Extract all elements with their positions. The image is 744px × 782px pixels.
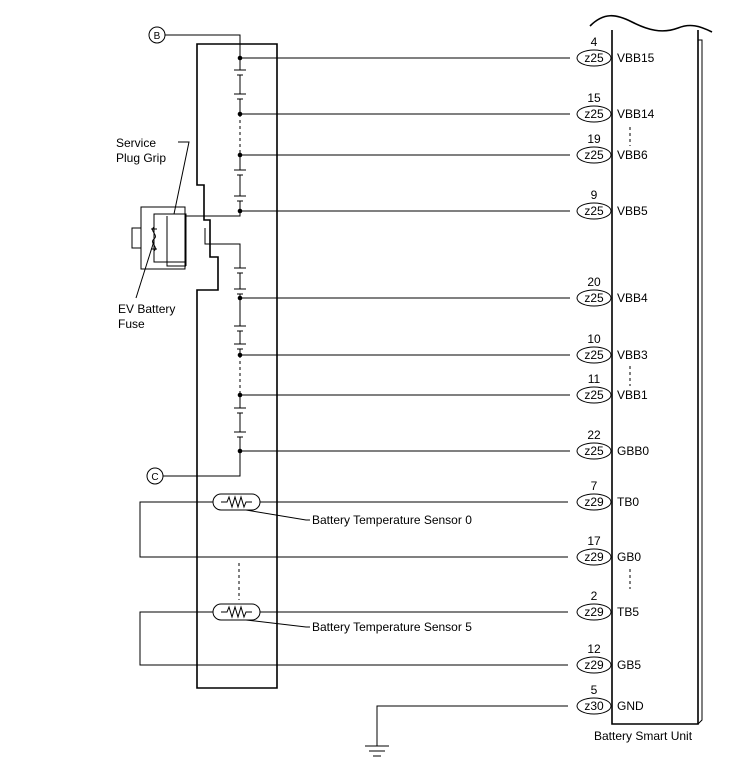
svg-text:Service: Service bbox=[116, 136, 156, 150]
svg-text:Plug Grip: Plug Grip bbox=[116, 151, 166, 165]
connector-id: z29 bbox=[584, 605, 604, 619]
connector-id: z25 bbox=[584, 148, 604, 162]
connector-oval bbox=[576, 289, 612, 307]
pin-number: 22 bbox=[587, 428, 601, 442]
ev-fuse-label: EV Battery Fuse bbox=[118, 240, 175, 331]
connector-ref-b: B bbox=[148, 26, 241, 57]
connector-oval bbox=[576, 202, 612, 220]
connector-id: z25 bbox=[584, 51, 604, 65]
connector-oval bbox=[576, 49, 612, 67]
pin-number: 9 bbox=[591, 188, 598, 202]
battery-pack-outline bbox=[196, 43, 278, 689]
pin-number: 5 bbox=[591, 683, 598, 697]
junction-dot bbox=[237, 111, 243, 117]
signal-name: VBB1 bbox=[617, 388, 648, 402]
terminal-rows: z254VBB15z2515VBB14z2519VBB6z259VBB5z252… bbox=[237, 35, 655, 715]
connector-ref-c: C bbox=[146, 451, 241, 485]
junction-dot bbox=[237, 392, 243, 398]
connector-id: z29 bbox=[584, 550, 604, 564]
ev-battery-fuse-icon bbox=[152, 226, 156, 252]
service-plug-label: Service Plug Grip bbox=[116, 136, 190, 215]
smart-unit-break-line bbox=[589, 14, 713, 33]
pin-number: 17 bbox=[587, 534, 601, 548]
junction-dot bbox=[237, 208, 243, 214]
connector-id: z25 bbox=[584, 291, 604, 305]
temp-sensor-5-label: Battery Temperature Sensor 5 bbox=[312, 620, 472, 634]
connector-id: z25 bbox=[584, 348, 604, 362]
signal-name: TB0 bbox=[617, 495, 639, 509]
connector-oval bbox=[576, 442, 612, 460]
pin-number: 11 bbox=[588, 372, 601, 386]
signal-name: GB5 bbox=[617, 658, 641, 672]
temp-sensor-5: Battery Temperature Sensor 5 bbox=[139, 603, 568, 666]
pin-number: 4 bbox=[591, 35, 598, 49]
temp-sensor-0: Battery Temperature Sensor 0 bbox=[139, 493, 568, 558]
pin-number: 7 bbox=[591, 479, 598, 493]
svg-text:C: C bbox=[151, 472, 158, 483]
signal-name: GND bbox=[617, 699, 644, 713]
pin-number: 10 bbox=[587, 332, 601, 346]
connector-oval bbox=[576, 656, 612, 674]
svg-text:Fuse: Fuse bbox=[118, 317, 145, 331]
signal-name: VBB6 bbox=[617, 148, 648, 162]
connector-oval bbox=[576, 548, 612, 566]
connector-oval bbox=[576, 493, 612, 511]
connector-oval bbox=[576, 697, 612, 715]
connector-oval bbox=[576, 146, 612, 164]
junction-dot bbox=[237, 295, 243, 301]
pin-number: 15 bbox=[587, 91, 601, 105]
signal-name: VBB3 bbox=[617, 348, 648, 362]
connector-id: z25 bbox=[584, 444, 604, 458]
signal-name: GB0 bbox=[617, 550, 641, 564]
connector-oval bbox=[576, 105, 612, 123]
signal-name: VBB5 bbox=[617, 204, 648, 218]
smart-unit-outline bbox=[611, 30, 699, 725]
junction-dot bbox=[237, 448, 243, 454]
pin-number: 20 bbox=[587, 275, 601, 289]
battery-smart-unit: Battery Smart Unit bbox=[589, 14, 713, 743]
junction-dot bbox=[237, 55, 243, 61]
connector-id: z25 bbox=[584, 388, 604, 402]
svg-text:B: B bbox=[154, 31, 161, 42]
signal-name: VBB15 bbox=[617, 51, 655, 65]
pin-number: 19 bbox=[587, 132, 601, 146]
ground-icon bbox=[365, 705, 568, 757]
connector-id: z25 bbox=[584, 107, 604, 121]
connector-id: z25 bbox=[584, 204, 604, 218]
smart-unit-label: Battery Smart Unit bbox=[594, 729, 693, 743]
pin-number: 12 bbox=[587, 642, 601, 656]
service-plug-grip bbox=[131, 206, 187, 270]
temp-sensor-0-label: Battery Temperature Sensor 0 bbox=[312, 513, 472, 527]
connector-id: z30 bbox=[584, 699, 604, 713]
battery-cells-upper bbox=[234, 57, 246, 211]
connector-oval bbox=[576, 603, 612, 621]
signal-name: TB5 bbox=[617, 605, 639, 619]
pin-number: 2 bbox=[591, 589, 598, 603]
connector-id: z29 bbox=[584, 658, 604, 672]
junction-dot bbox=[237, 152, 243, 158]
connector-oval bbox=[576, 386, 612, 404]
connector-id: z29 bbox=[584, 495, 604, 509]
signal-name: GBB0 bbox=[617, 444, 649, 458]
svg-text:EV Battery: EV Battery bbox=[118, 302, 175, 316]
junction-dot bbox=[237, 352, 243, 358]
signal-name: VBB14 bbox=[617, 107, 655, 121]
signal-name: VBB4 bbox=[617, 291, 648, 305]
smart-unit-shadow bbox=[697, 39, 703, 725]
connector-oval bbox=[576, 346, 612, 364]
